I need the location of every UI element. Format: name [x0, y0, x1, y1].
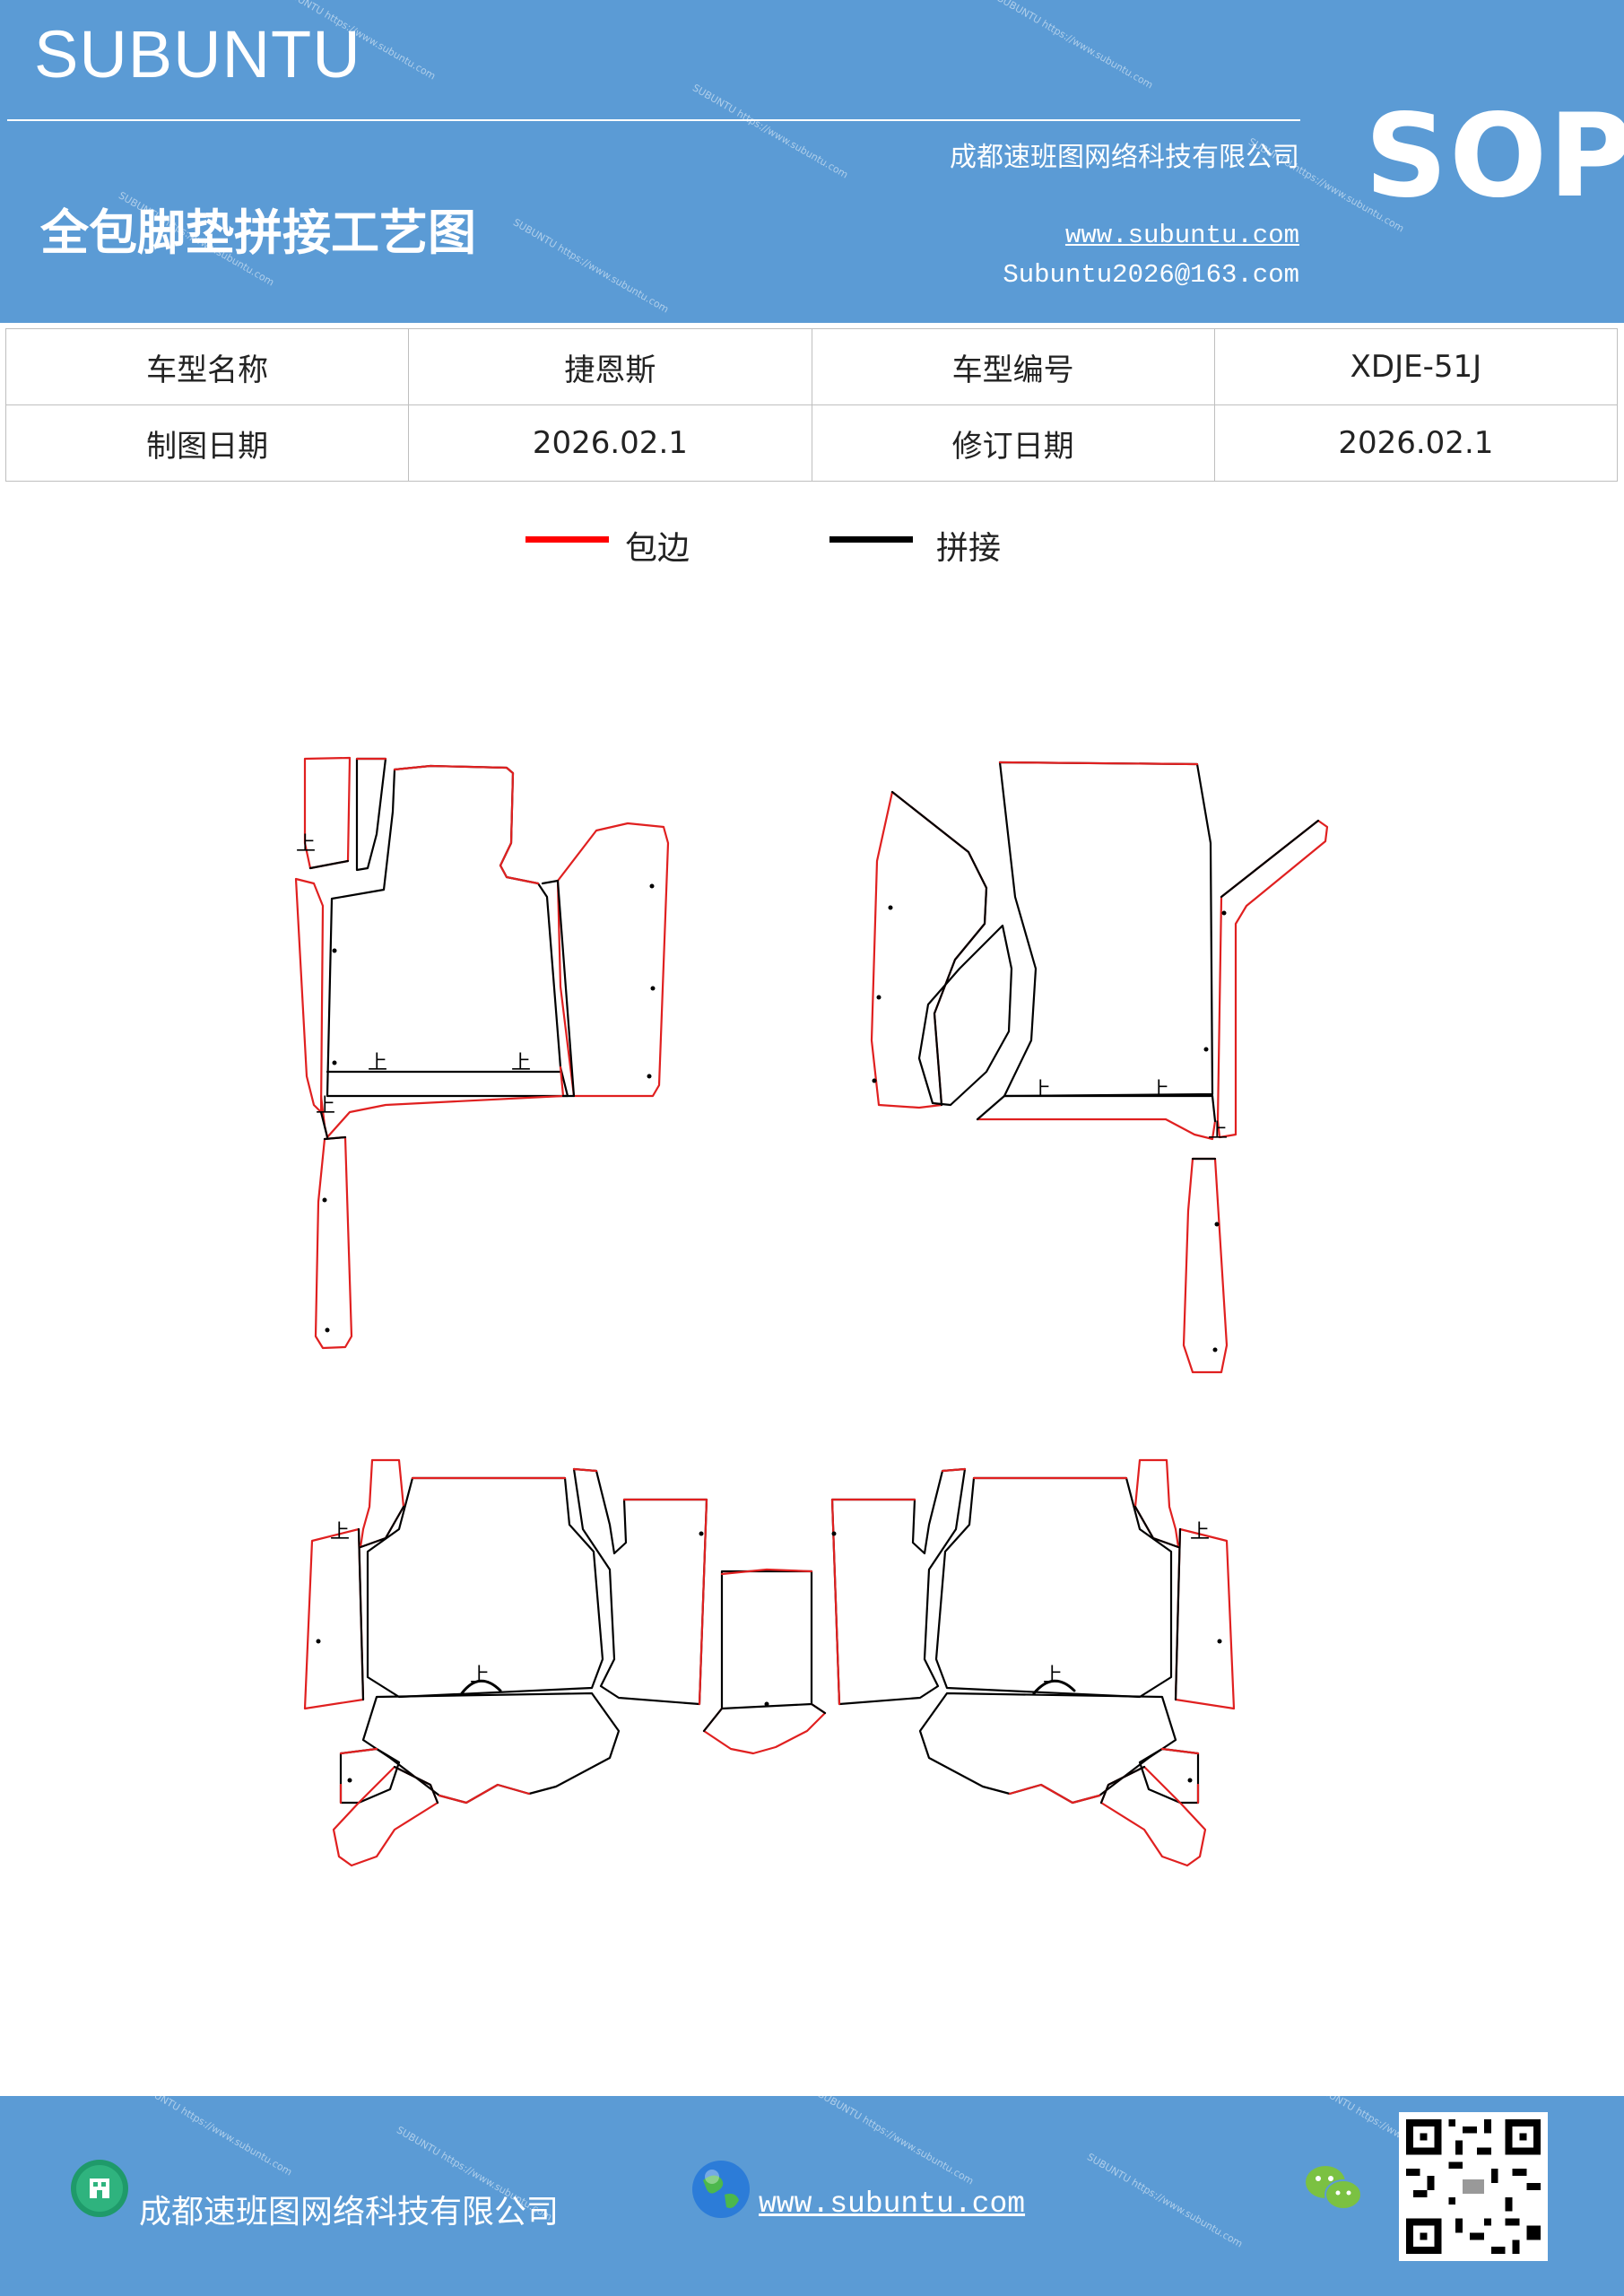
mat-piece: [319, 1110, 329, 1139]
mat-piece: [976, 1118, 1217, 1141]
direction-mark: 上: [1208, 1120, 1228, 1143]
driver-front-mat: [294, 756, 670, 1350]
direction-mark: 上: [511, 1052, 531, 1074]
direction-mark: 上: [1190, 1521, 1210, 1544]
rear-left-mat: [303, 1458, 708, 1867]
mat-piece: [339, 1747, 378, 1805]
footer-company-name: 成都速班图网络科技有限公司: [139, 2194, 560, 2231]
mat-piece: [1174, 1527, 1236, 1710]
direction-mark: 上: [1150, 1079, 1169, 1101]
rear-center-mat: [702, 1568, 827, 1755]
mat-piece: [1133, 1458, 1180, 1549]
direction-mark: 上: [330, 1521, 350, 1544]
model-code-value: XDJE-51J: [1213, 328, 1619, 405]
mat-piece: [359, 1458, 405, 1549]
header-divider: [7, 119, 1300, 121]
qr-code[interactable]: [1399, 2112, 1548, 2261]
footer-banner: SUBUNTU https://www.subuntu.com SUBUNTU …: [0, 2096, 1624, 2296]
mat-piece: [323, 1135, 347, 1141]
mat-piece: [702, 1702, 827, 1755]
direction-mark: 上: [1043, 1665, 1063, 1687]
footer-website-link[interactable]: www.subuntu.com: [759, 2187, 1026, 2221]
building-icon: [71, 2160, 128, 2217]
mat-piece: [934, 1476, 1173, 1699]
mat-piece: [361, 1692, 621, 1805]
mat-piece: [1174, 1527, 1182, 1701]
direction-mark: 上: [368, 1052, 387, 1074]
mat-piece: [572, 1467, 708, 1706]
globe-icon: [692, 2161, 750, 2218]
mat-piece: [1138, 1747, 1200, 1805]
header-banner: SUBUNTU https://www.subuntu.com SUBUNTU …: [0, 0, 1624, 323]
mat-piece: [303, 1527, 365, 1710]
mat-piece: [556, 822, 670, 1098]
table-row: 车型名称 捷恩斯 车型编号 XDJE-51J: [4, 328, 1619, 405]
mat-piece: [720, 1568, 813, 1576]
mat-piece: [541, 879, 576, 1098]
table-row: 制图日期 2026.02.1 修订日期 2026.02.1: [4, 404, 1619, 482]
mat-piece: [998, 761, 1214, 1098]
mat-piece: [314, 1135, 353, 1350]
revise-date-value: 2026.02.1: [1213, 404, 1619, 482]
fixing-points: [316, 883, 1227, 1783]
mat-piece: [357, 1527, 365, 1701]
direction-mark: 上: [1031, 1079, 1051, 1101]
heel-pad: [460, 1679, 502, 1695]
revise-date-label: 修订日期: [811, 404, 1215, 482]
mat-piece: [308, 859, 350, 870]
mat-piece: [1220, 819, 1320, 899]
mat-piece: [1099, 1765, 1146, 1805]
model-name-label: 车型名称: [4, 328, 410, 405]
mat-piece: [830, 1467, 967, 1706]
rear-right-mat: [830, 1458, 1236, 1867]
legend: 包边 拼接: [0, 520, 1624, 574]
edge-legend-label: 包边: [625, 530, 690, 567]
mat-piece: [393, 764, 540, 885]
mat-piece: [1182, 1157, 1229, 1374]
direction-mark: 上: [470, 1665, 490, 1687]
model-name-value: 捷恩斯: [408, 328, 812, 405]
mat-piece: [830, 1467, 967, 1706]
draw-date-value: 2026.02.1: [408, 404, 812, 482]
vehicle-info-table: 车型名称 捷恩斯 车型编号 XDJE-51J 制图日期 2026.02.1 修订…: [4, 328, 1619, 482]
mat-piece: [1008, 1783, 1101, 1805]
mat-piece: [890, 790, 988, 1107]
mat-piece: [976, 1094, 1217, 1123]
mat-piece: [720, 1570, 813, 1710]
mat-piece: [702, 1702, 827, 1733]
mat-piece: [326, 764, 569, 1098]
website-link[interactable]: www.subuntu.com: [1064, 221, 1299, 250]
mat-piece: [1216, 819, 1329, 1139]
direction-mark: 上: [296, 833, 316, 856]
mat-piece: [572, 1467, 708, 1706]
edge-legend-swatch: [525, 536, 609, 543]
direction-mark: 上: [316, 1095, 335, 1118]
mat-piece: [917, 924, 1013, 1107]
company-name: 成都速班图网络科技有限公司: [950, 142, 1299, 173]
mat-piece: [918, 1692, 1177, 1805]
mat-piece: [339, 1747, 401, 1805]
heel-pad: [1032, 1679, 1076, 1695]
wechat-icon[interactable]: [1302, 2161, 1365, 2214]
mat-piece: [366, 1476, 604, 1699]
sop-badge: SOP: [1365, 90, 1624, 223]
mat-piece: [870, 790, 988, 1109]
email-address: Subuntu2026@163.com: [1003, 260, 1299, 290]
mat-piece: [998, 761, 1199, 766]
mat-piece: [355, 757, 387, 872]
mat-piece: [319, 1065, 565, 1139]
seam-legend-swatch: [829, 536, 913, 543]
brand-name: SUBUNTU: [34, 17, 361, 91]
mat-piece: [438, 1783, 531, 1805]
draw-date-label: 制图日期: [4, 404, 410, 482]
mat-piece: [1160, 1747, 1200, 1805]
mat-piece: [294, 877, 325, 1114]
mat-piece: [393, 1765, 439, 1805]
model-code-label: 车型编号: [811, 328, 1215, 405]
document-title: 全包脚垫拼接工艺图: [40, 204, 476, 261]
seam-legend-label: 拼接: [936, 530, 1002, 567]
passenger-front-mat: [870, 761, 1329, 1374]
